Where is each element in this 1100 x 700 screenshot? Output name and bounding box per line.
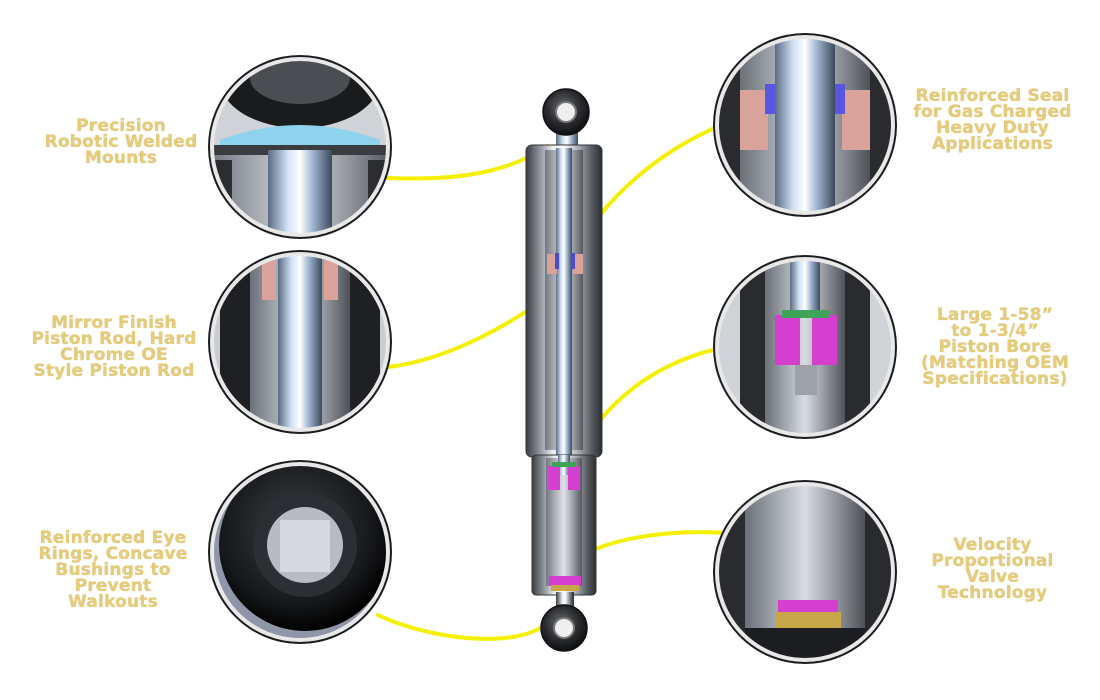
- feature-line: Mirror Finish: [51, 313, 177, 333]
- feature-line: Heavy Duty: [936, 118, 1049, 138]
- top-eye-hole: [555, 101, 577, 123]
- feature-line: Applications: [932, 134, 1053, 154]
- feature-line: Valve: [965, 567, 1020, 587]
- feature-line: Piston Rod, Hard: [31, 329, 197, 349]
- feature-line: for Gas Charged: [913, 102, 1072, 122]
- detail-circle-valve: [713, 480, 897, 664]
- feature-line: Chrome OE: [60, 345, 168, 365]
- detail-circle-piston-bore: [713, 255, 897, 439]
- feature-label-seal: Reinforced Seal for Gas Charged Heavy Du…: [895, 86, 1090, 154]
- bottom-eye-hole: [553, 617, 575, 639]
- feature-line: Velocity: [953, 535, 1032, 555]
- leader-line-mounts: [384, 144, 550, 181]
- leader-line-valve: [581, 530, 728, 557]
- feature-line: Reinforced Eye: [39, 528, 187, 548]
- feature-line: Precision: [76, 116, 166, 136]
- feature-line: Rings, Concave: [38, 544, 188, 564]
- feature-line: Robotic Welded: [44, 132, 198, 152]
- feature-line: Mounts: [84, 148, 158, 168]
- feature-line: Style Piston Rod: [33, 361, 195, 381]
- shock-absorber: [525, 88, 603, 652]
- detail-circle-piston-rod: [208, 250, 392, 434]
- feature-line: Large 1-58”: [936, 305, 1054, 325]
- feature-label-mounts: Precision Robotic Welded Mounts: [26, 116, 216, 168]
- feature-line: Reinforced Seal: [915, 86, 1070, 106]
- detail-circle-eye-rings: [208, 460, 392, 644]
- leader-line-eye-rings: [376, 613, 550, 641]
- feature-line: Technology: [937, 583, 1048, 603]
- feature-line: Walkouts: [68, 592, 158, 612]
- feature-label-piston-bore: Large 1-58” to 1-3/4” Piston Bore (Match…: [895, 305, 1095, 389]
- feature-line: Specifications): [922, 369, 1068, 389]
- detail-circle-mounts: [208, 55, 392, 239]
- feature-line: Proportional: [931, 551, 1054, 571]
- feature-label-valve: Velocity Proportional Valve Technology: [895, 535, 1090, 603]
- detail-circle-seal: [713, 33, 897, 217]
- feature-label-piston-rod: Mirror Finish Piston Rod, Hard Chrome OE…: [14, 313, 214, 381]
- feature-line: Piston Bore: [938, 337, 1052, 357]
- feature-label-eye-rings: Reinforced Eye Rings, Concave Bushings t…: [18, 528, 208, 612]
- feature-line: Bushings to: [55, 560, 171, 580]
- piston-rod: [556, 148, 572, 468]
- feature-line: Prevent: [74, 576, 152, 596]
- feature-line: (Matching OEM: [920, 353, 1070, 373]
- feature-line: to 1-3/4”: [951, 321, 1039, 341]
